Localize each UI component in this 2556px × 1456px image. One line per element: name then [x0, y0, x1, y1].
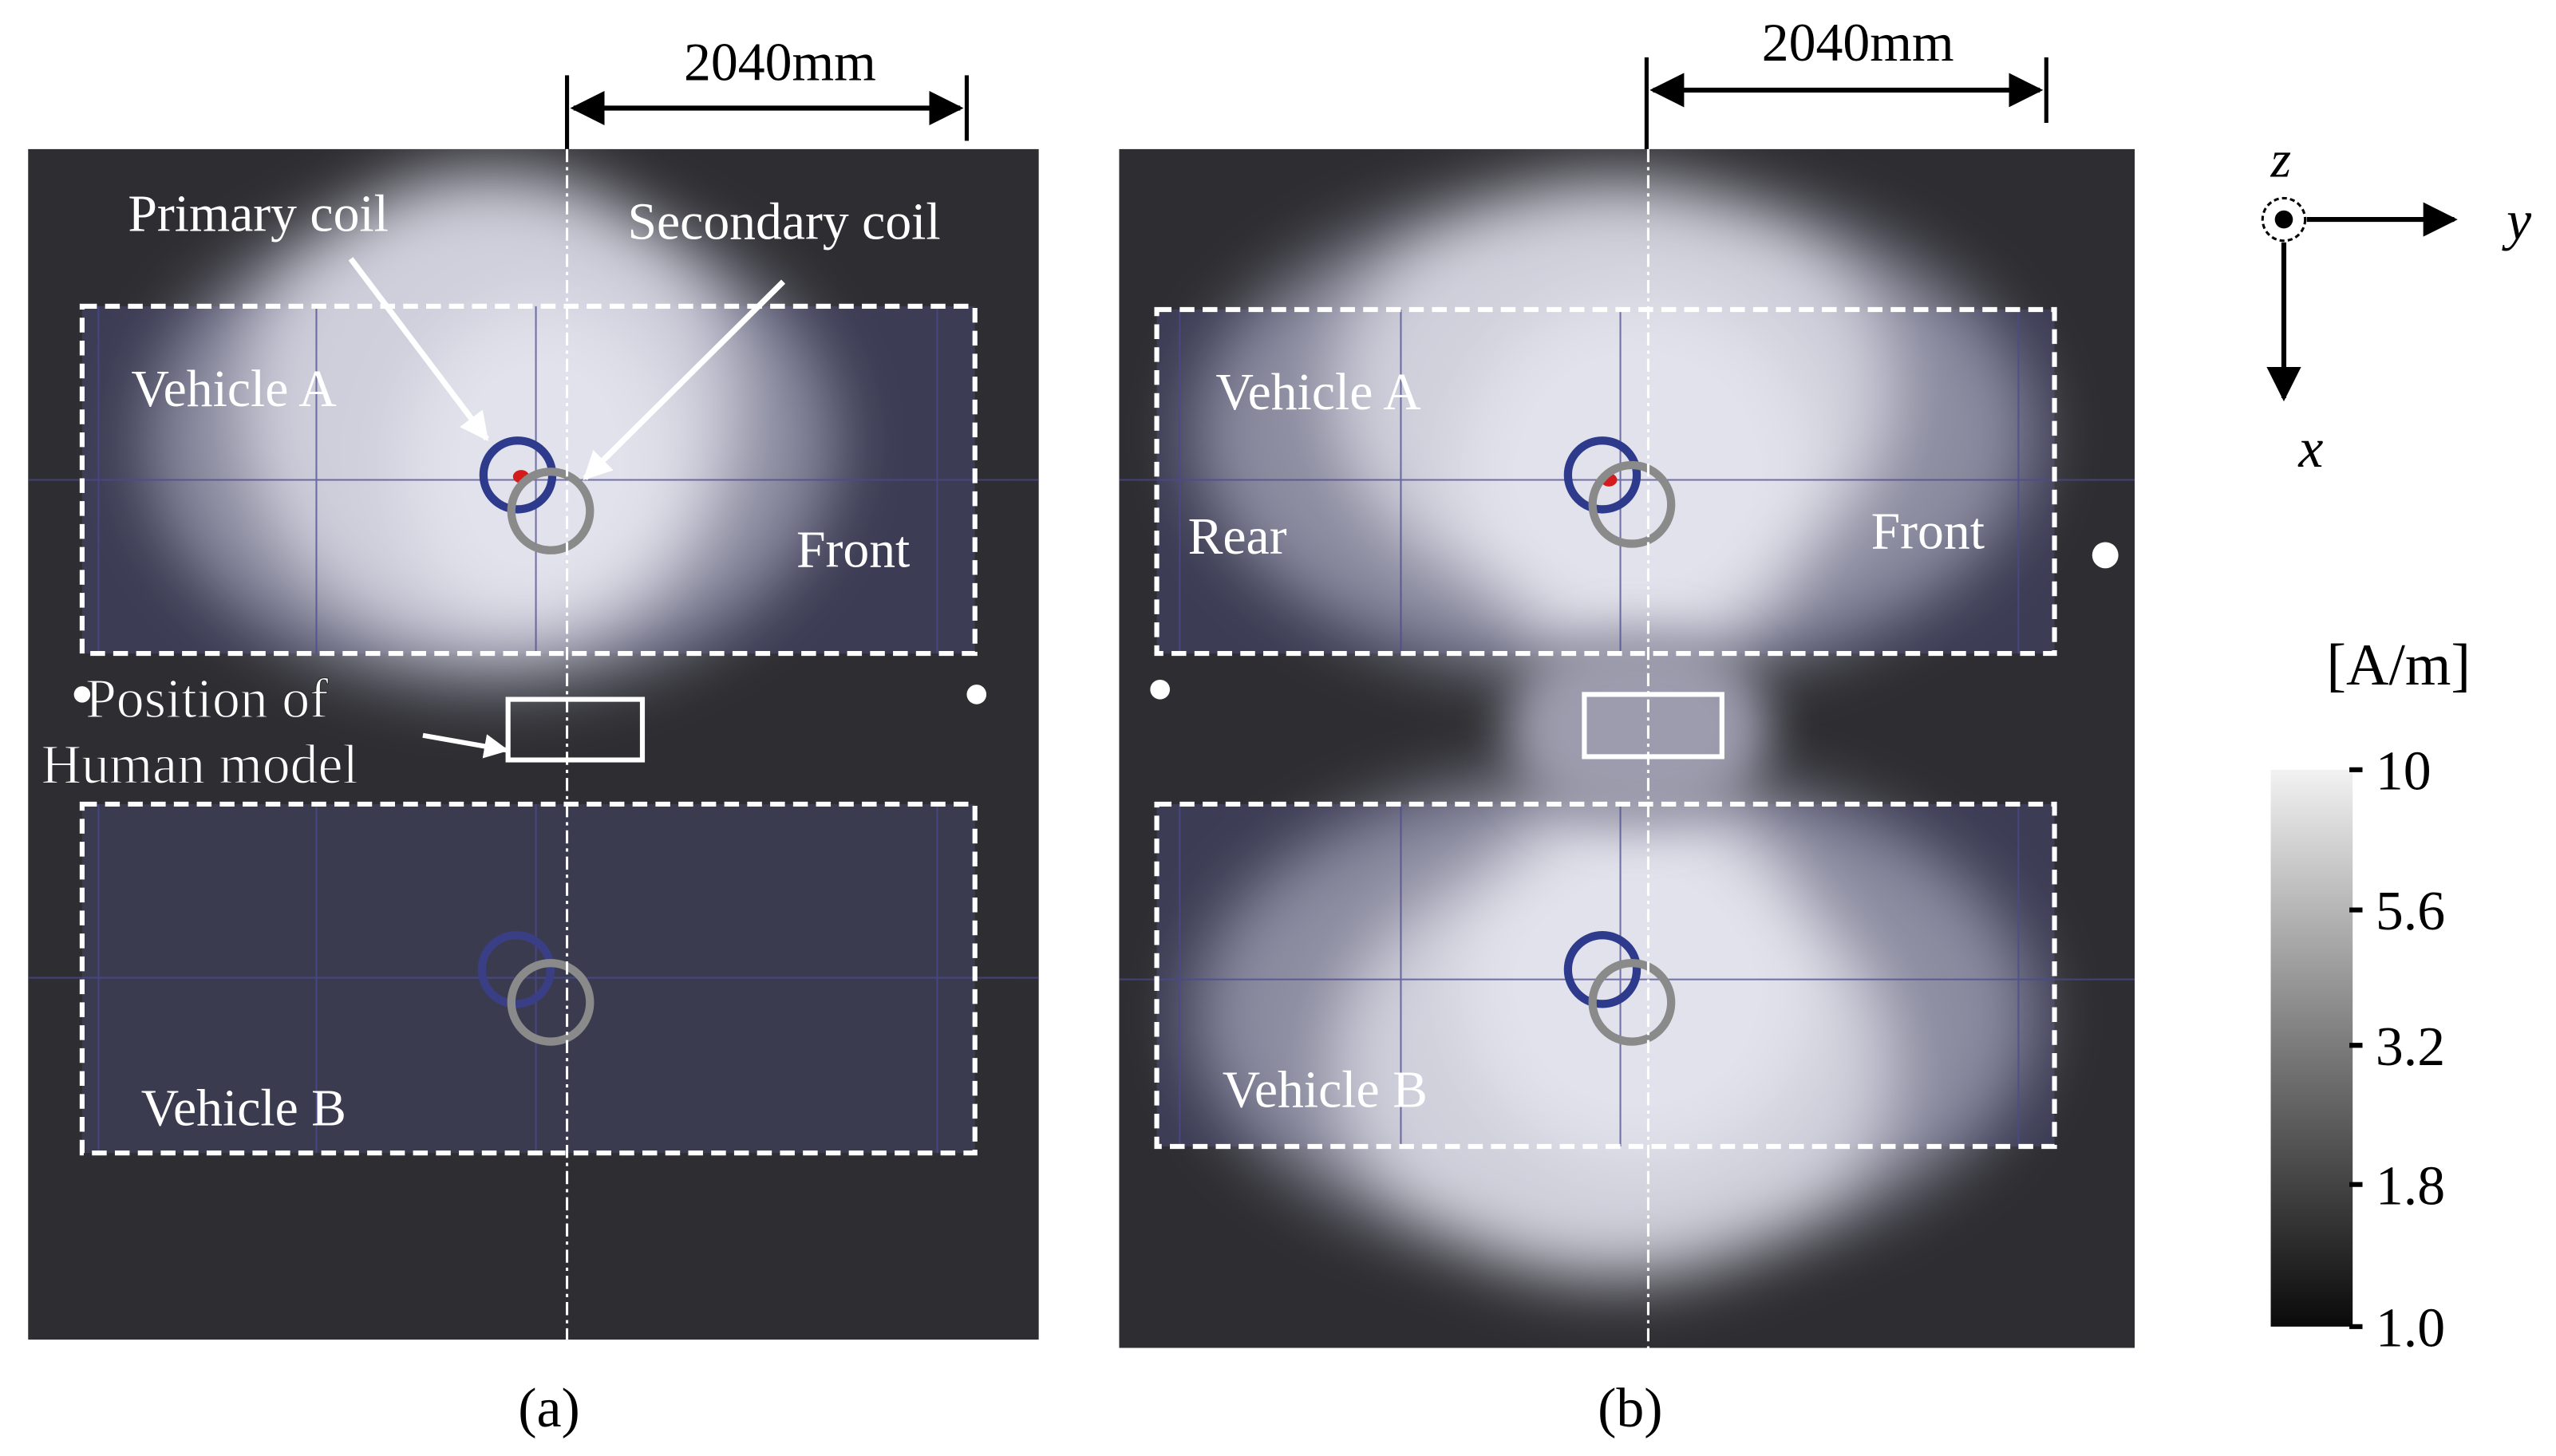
front-label: Front — [1871, 503, 1985, 561]
colorbar-tick-label: 1.8 — [2376, 1155, 2445, 1217]
dimension-label: 2040mm — [1762, 13, 1954, 73]
human-model-leader — [422, 732, 509, 759]
vehicle-a-label: Vehicle A — [131, 360, 336, 418]
z-axis-label: z — [2270, 131, 2292, 189]
y-axis-label: y — [2502, 191, 2531, 252]
z-axis-dot — [2274, 210, 2293, 229]
vehicle-b-outline — [79, 801, 978, 1156]
axes-indicator: z y x — [2261, 131, 2531, 479]
human-position-label-line1: Position of — [85, 669, 329, 730]
reference-point-left — [1150, 679, 1171, 700]
primary-coil-b — [477, 931, 555, 1008]
human-position-label-line2: Human model — [41, 734, 358, 795]
human-model-marker — [505, 696, 646, 763]
vehicle-a-outline — [1154, 306, 2057, 657]
colorbar-ticks: 10 5.6 3.2 1.8 1.0 — [2349, 740, 2445, 1359]
reference-point-right — [2092, 542, 2119, 569]
z-axis-circle — [2261, 196, 2307, 243]
field-bridge — [1507, 630, 1770, 827]
human-model-marker — [1582, 692, 1724, 760]
vehicle-b-outline — [1154, 801, 2057, 1150]
secondary-coil-b — [507, 958, 595, 1046]
grid-lines — [1119, 309, 2135, 1147]
reference-point-right — [966, 685, 987, 704]
primary-coil-leader — [348, 257, 489, 442]
colorbar-unit: [A/m] — [2326, 632, 2471, 697]
primary-coil-b — [1563, 931, 1641, 1008]
secondary-coil-leader — [583, 279, 786, 480]
secondary-coil-b — [1588, 958, 1676, 1046]
secondary-coil-a — [1588, 460, 1676, 548]
secondary-coil-label: Secondary coil — [628, 193, 941, 251]
dimension-label: 2040mm — [684, 33, 876, 93]
vehicle-a-outline — [79, 303, 978, 657]
colorbar-tick-label: 5.6 — [2376, 881, 2445, 942]
primary-coil-label: Primary coil — [128, 184, 389, 243]
vehicle-a-label: Vehicle A — [1215, 363, 1420, 421]
colorbar-gradient — [2270, 769, 2353, 1327]
panel-b-caption: (b) — [1598, 1378, 1662, 1439]
vehicle-b-label: Vehicle B — [141, 1079, 346, 1137]
vehicle-b-label: Vehicle B — [1223, 1061, 1428, 1119]
colorbar-tick-label: 10 — [2376, 740, 2432, 802]
panel-a: 2040mm — [28, 33, 1039, 1439]
field-hotspot-a — [148, 172, 836, 689]
reference-point-left — [73, 686, 91, 703]
front-label: Front — [796, 520, 910, 578]
primary-coil-a — [1563, 436, 1641, 514]
colorbar-tick-label: 1.0 — [2376, 1297, 2445, 1359]
colorbar-tick-label: 3.2 — [2376, 1016, 2445, 1078]
panel-b: 2040mm — [1119, 13, 2135, 1439]
panel-a-caption: (a) — [518, 1378, 579, 1439]
secondary-coil-a — [507, 468, 595, 554]
colorbar: [A/m] 10 5.6 3.2 1.8 1.0 — [2270, 632, 2471, 1359]
rear-label: Rear — [1188, 507, 1287, 566]
x-axis-label: x — [2297, 418, 2323, 479]
